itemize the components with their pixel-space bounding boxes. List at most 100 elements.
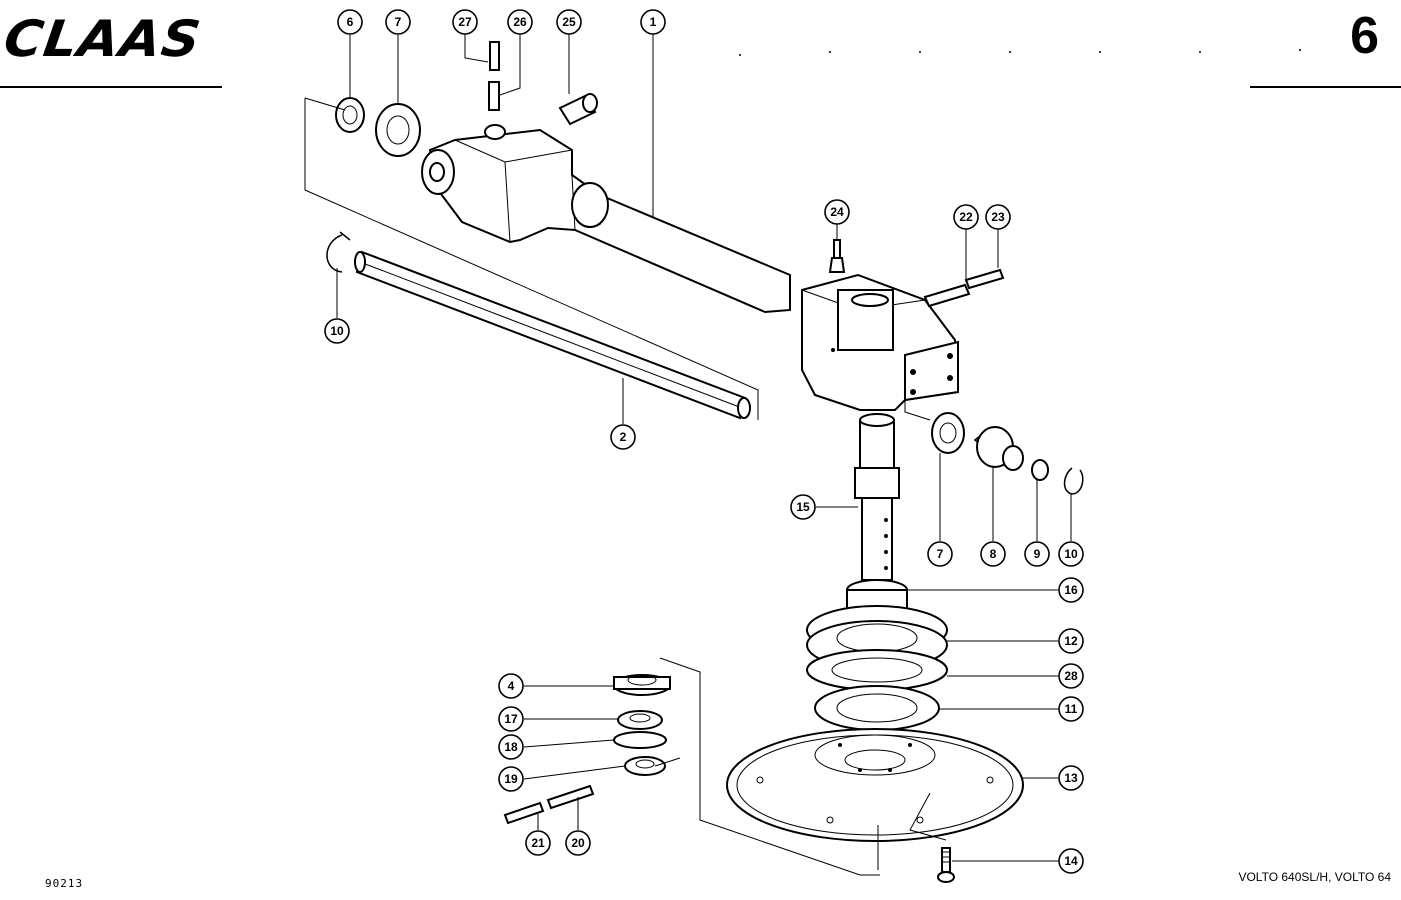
callout-circle (498, 766, 524, 792)
callout-label: 14 (1064, 854, 1078, 868)
callout-circle (1058, 696, 1084, 722)
callout-circle (610, 424, 636, 450)
callout-circle (640, 9, 666, 35)
callout-circle (525, 830, 551, 856)
callout-circle (385, 9, 411, 35)
callout-label: 15 (796, 500, 810, 514)
callout-label: 2 (620, 430, 627, 444)
callout-circle (1058, 848, 1084, 874)
callout-c18: 18 (498, 734, 524, 760)
callout-circle (1058, 663, 1084, 689)
callout-label: 20 (571, 836, 585, 850)
part-1-tube-housing (421, 124, 791, 314)
callout-label: 4 (508, 679, 515, 693)
callout-label: 8 (990, 547, 997, 561)
bearing-gear-group (931, 412, 1049, 481)
callout-c19: 19 (498, 766, 524, 792)
callout-label: 22 (959, 210, 973, 224)
callout-circle (324, 318, 350, 344)
callout-label: 25 (562, 15, 576, 29)
callout-c10a: 10 (324, 318, 350, 344)
callout-circle (498, 706, 524, 732)
callout-circle (498, 734, 524, 760)
callout-c2: 2 (610, 424, 636, 450)
callout-circle (790, 494, 816, 520)
callout-circle (1058, 541, 1084, 567)
callout-label: 10 (330, 324, 344, 338)
callout-c27: 27 (452, 9, 478, 35)
callout-c7b: 7 (927, 541, 953, 567)
lower-left-parts (503, 674, 671, 825)
drawing-code: 90213 (45, 877, 84, 890)
callout-label: 7 (937, 547, 944, 561)
callout-c7a: 7 (385, 9, 411, 35)
callout-c16: 16 (1058, 577, 1084, 603)
callout-circle (1058, 628, 1084, 654)
gear-stack (806, 579, 948, 731)
callout-circle (953, 204, 979, 230)
callout-label: 13 (1064, 771, 1078, 785)
page-number: 6 (1350, 7, 1379, 65)
callout-c24: 24 (824, 199, 850, 225)
callouts: 6 7 27 26 25 1 24 22 23 10 2 15 7 8 9 10 16 12 28 11 13 14 4 17… (324, 9, 1084, 874)
callout-c4: 4 (498, 673, 524, 699)
callout-label: 17 (504, 712, 518, 726)
gearbox-head (801, 273, 960, 411)
callout-label: 12 (1064, 634, 1078, 648)
callout-circle (452, 9, 478, 35)
callout-c25: 25 (556, 9, 582, 35)
header-rule-right (1250, 86, 1401, 88)
top-small-parts (335, 41, 598, 157)
callout-circle (498, 673, 524, 699)
callout-circle (980, 541, 1006, 567)
callout-label: 27 (458, 15, 472, 29)
callout-c6a: 6 (337, 9, 363, 35)
callout-circle (1024, 541, 1050, 567)
callout-label: 26 (513, 15, 527, 29)
part-13-disc (726, 728, 1024, 842)
callout-circle (1058, 577, 1084, 603)
callout-label: 23 (991, 210, 1005, 224)
callout-c8: 8 (980, 541, 1006, 567)
callout-circle (507, 9, 533, 35)
callout-circle (1058, 765, 1084, 791)
callout-c28: 28 (1058, 663, 1084, 689)
callout-label: 9 (1034, 547, 1041, 561)
part-2-hex-shaft (354, 250, 751, 420)
callout-circle (337, 9, 363, 35)
callout-c11: 11 (1058, 696, 1084, 722)
callout-label: 6 (347, 15, 354, 29)
callout-c23: 23 (985, 204, 1011, 230)
callout-c9: 9 (1024, 541, 1050, 567)
leader-lines (336, 33, 1072, 862)
callout-c14: 14 (1058, 848, 1084, 874)
callout-c20: 20 (565, 830, 591, 856)
callout-label: 21 (531, 836, 545, 850)
callout-label: 28 (1064, 669, 1078, 683)
callout-c21: 21 (525, 830, 551, 856)
assembly-lines (304, 97, 947, 876)
callout-c13: 13 (1058, 765, 1084, 791)
callout-circle (556, 9, 582, 35)
callout-label: 11 (1065, 702, 1078, 716)
callout-c26: 26 (507, 9, 533, 35)
callout-c12: 12 (1058, 628, 1084, 654)
callout-label: 16 (1064, 583, 1078, 597)
guide-dots (739, 49, 1301, 56)
callout-c1: 1 (640, 9, 666, 35)
callout-label: 1 (650, 15, 657, 29)
callout-label: 10 (1064, 547, 1078, 561)
right-small-parts (828, 239, 1005, 308)
callout-label: 24 (830, 205, 844, 219)
callout-circle (927, 541, 953, 567)
part-15-vertical-shaft (854, 413, 900, 581)
callout-c22: 22 (953, 204, 979, 230)
callout-c15: 15 (790, 494, 816, 520)
header-rule-left (0, 86, 222, 88)
callout-circle (824, 199, 850, 225)
callout-circle (985, 204, 1011, 230)
callout-label: 18 (504, 740, 518, 754)
model-caption: VOLTO 640SL/H, VOLTO 64 (1238, 870, 1391, 884)
